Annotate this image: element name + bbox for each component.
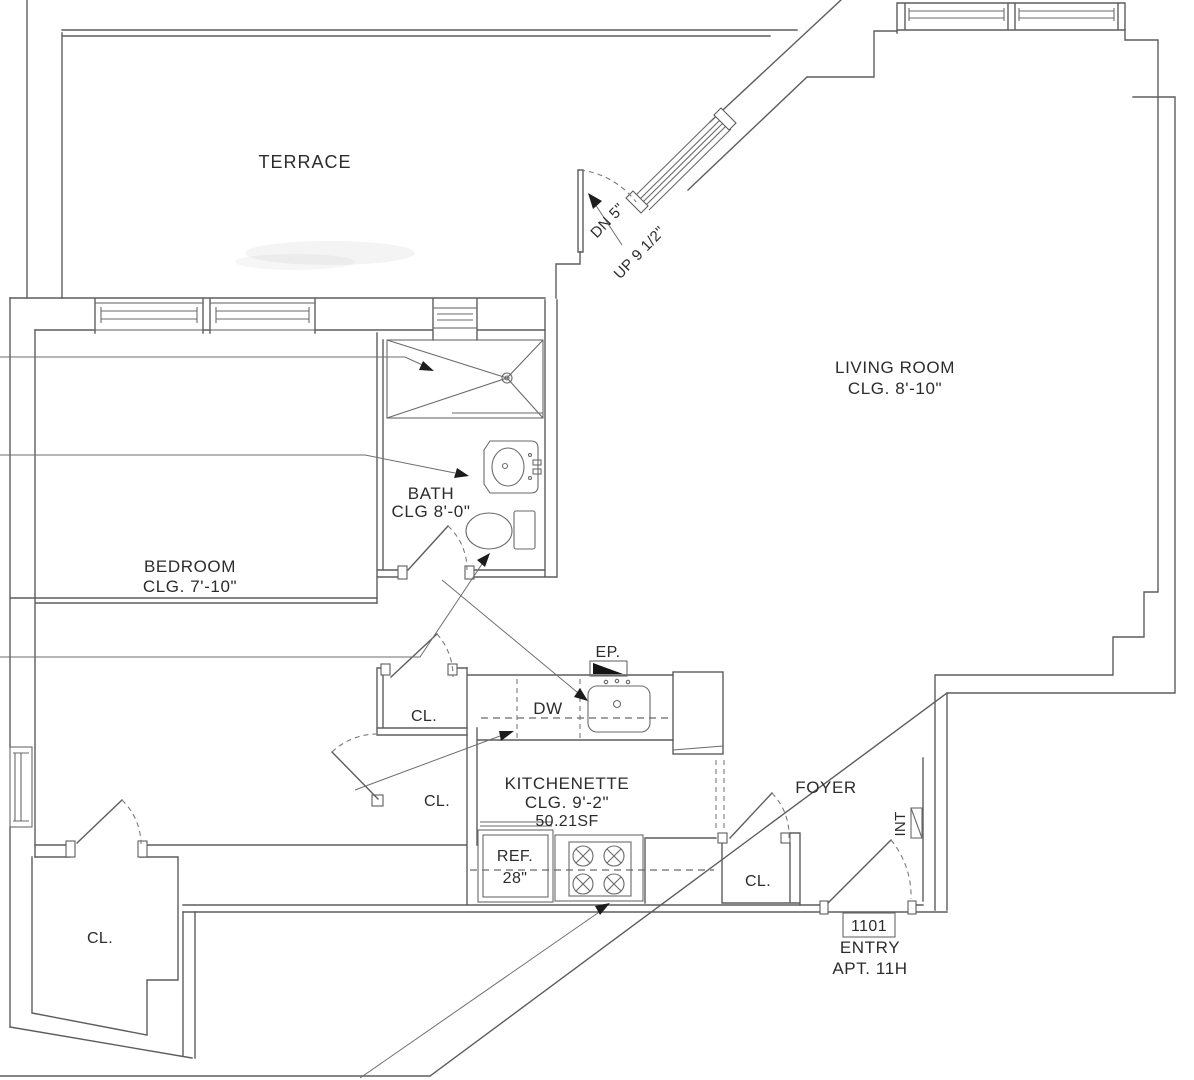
dishwasher-dividers xyxy=(516,679,725,828)
closet-main xyxy=(31,799,179,1036)
dishwasher-label: DW xyxy=(533,699,563,718)
unit-number-box xyxy=(842,912,896,938)
living-room-window-2 xyxy=(1018,8,1115,21)
closet-foyer-label: CL. xyxy=(745,873,771,890)
bath-door xyxy=(397,525,475,580)
entry-door xyxy=(819,839,917,915)
print-smudge xyxy=(235,241,415,270)
living-room-window-1 xyxy=(908,8,1005,21)
burner-3 xyxy=(572,873,594,895)
closet-main-label: CL. xyxy=(87,930,113,947)
burner-4 xyxy=(603,873,625,895)
closet-upper-label: CL. xyxy=(411,708,437,725)
closet-upper xyxy=(376,633,468,736)
kitchenette-area: 50.21SF xyxy=(535,813,598,830)
building-outline-lower xyxy=(0,692,948,1077)
terrace-label: TERRACE xyxy=(258,152,351,172)
living-room-east-walls xyxy=(922,29,1176,911)
refrigerator xyxy=(477,821,554,903)
stair-up-label: UP 9 1/2" xyxy=(611,223,669,282)
living-room-top-wall xyxy=(896,2,1126,34)
electrical-panel xyxy=(589,660,628,677)
bedroom-walls xyxy=(9,297,378,1028)
diagonal-window-jambs xyxy=(625,107,737,214)
toilet xyxy=(465,510,536,550)
counter-dashed-lines xyxy=(470,717,714,871)
closet-lower-label: CL. xyxy=(424,793,450,810)
diagonal-wall xyxy=(687,0,898,191)
closet-lower-door xyxy=(331,733,384,807)
foyer-label: FOYER xyxy=(795,778,857,797)
bath-ceiling: CLG 8'-0" xyxy=(392,502,471,521)
bath-label: BATH xyxy=(408,484,454,503)
bedroom-window-2 xyxy=(209,302,316,331)
bedroom-window-1 xyxy=(94,302,204,331)
living-room-label: LIVING ROOM xyxy=(835,358,955,377)
burner-2 xyxy=(603,845,625,867)
bedroom-label: BEDROOM xyxy=(144,557,236,576)
stove xyxy=(554,834,644,902)
bath-walls xyxy=(376,299,558,604)
intercom xyxy=(910,807,923,839)
refrigerator-width-label: 28" xyxy=(503,870,528,887)
bath-window xyxy=(432,307,478,329)
counter-block xyxy=(672,671,724,755)
closet-foyer xyxy=(717,792,801,906)
terrace-door-wall-step xyxy=(555,251,581,299)
annotation-leaders xyxy=(0,356,610,1079)
stair-direction-arrow xyxy=(588,193,623,246)
electrical-panel-label: EP. xyxy=(596,644,621,661)
bedroom-side-window xyxy=(9,746,33,828)
refrigerator-label: REF. xyxy=(497,848,533,865)
kitchenette-label: KITCHENETTE xyxy=(505,774,630,793)
entry-label: ENTRY xyxy=(840,938,900,957)
bath-sink xyxy=(483,440,542,494)
unit-number: 1101 xyxy=(851,918,887,935)
terrace-walls xyxy=(26,0,798,299)
interior-door-label: INT xyxy=(892,811,909,836)
burner-1 xyxy=(572,845,594,867)
shower xyxy=(386,339,544,419)
apartment-label: APT. 11H xyxy=(832,959,907,978)
kitchen-sink xyxy=(587,678,651,733)
kitchenette-ceiling: CLG. 9'-2" xyxy=(525,793,609,812)
diagonal-window-glazing xyxy=(634,114,732,211)
bedroom-ceiling: CLG. 7'-10" xyxy=(143,577,237,596)
terrace-door-leaf xyxy=(577,169,584,253)
living-room-ceiling: CLG. 8'-10" xyxy=(848,379,942,398)
